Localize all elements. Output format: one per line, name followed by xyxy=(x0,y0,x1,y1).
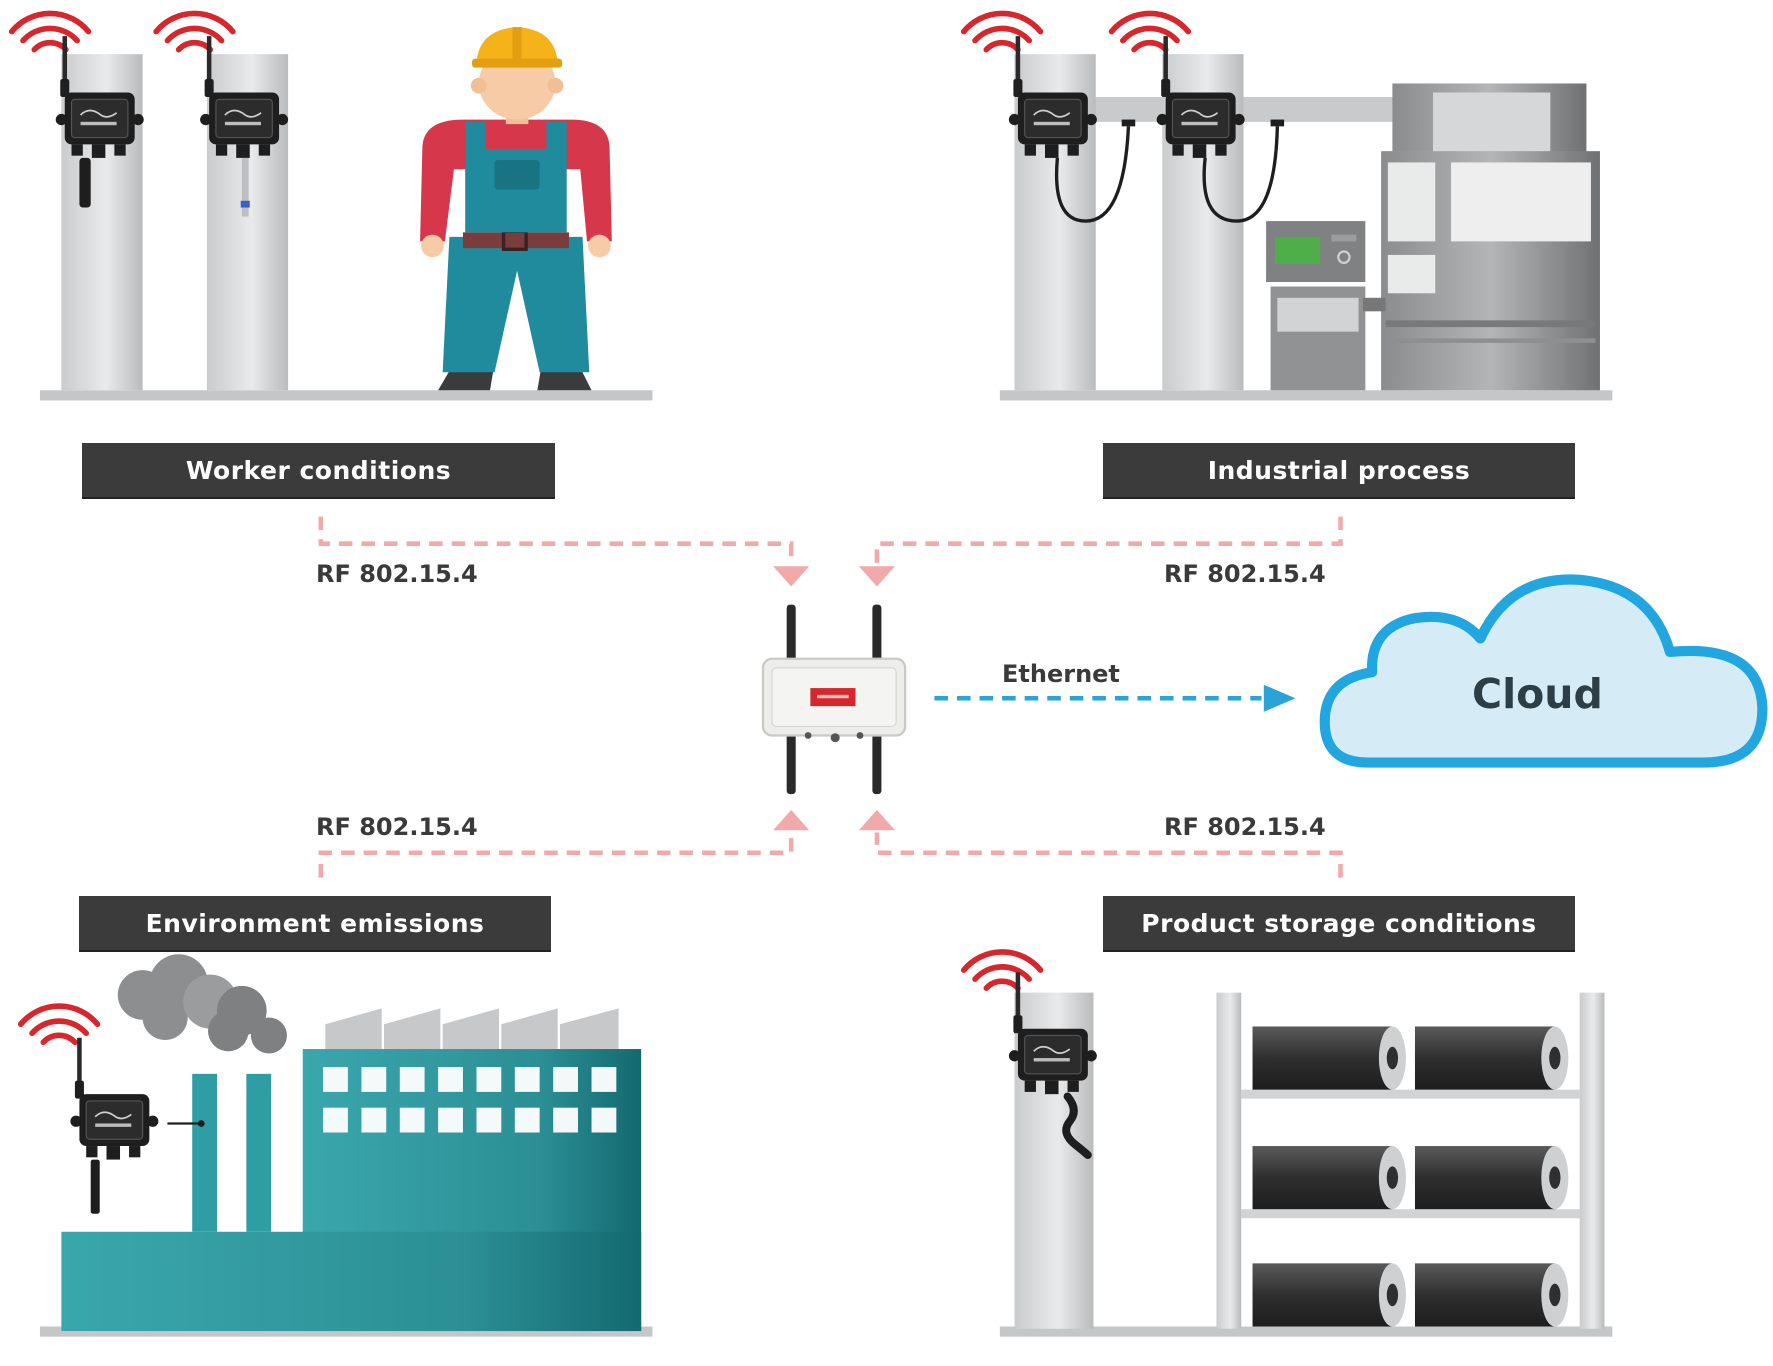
rf-label-top-left: RF 802.15.4 xyxy=(316,560,478,588)
product-storage-scene xyxy=(964,952,1613,1337)
ethernet-link xyxy=(934,684,1296,712)
ground-line xyxy=(999,1326,1613,1337)
rf-label-bottom-right: RF 802.15.4 xyxy=(1164,813,1326,841)
worker-figure xyxy=(420,27,612,391)
worker-conditions-scene xyxy=(12,13,653,401)
wifi-icon xyxy=(21,1006,98,1042)
storage-rack xyxy=(1216,992,1605,1329)
storage-roll xyxy=(1414,1026,1569,1090)
product-storage-conditions-label: Product storage conditions xyxy=(1103,896,1575,950)
rf-link-bottom-right xyxy=(874,832,1343,878)
wifi-icon xyxy=(156,13,233,49)
ground-line xyxy=(39,390,653,401)
arrow-down-icon xyxy=(773,566,810,587)
industrial-machine xyxy=(1266,83,1600,391)
arrow-down-icon xyxy=(858,566,895,587)
industrial-process-label: Industrial process xyxy=(1103,443,1575,497)
sensor-node xyxy=(69,1036,205,1214)
wifi-icon xyxy=(964,13,1041,49)
environment-emissions-label: Environment emissions xyxy=(79,896,551,950)
wifi-icon xyxy=(12,13,89,49)
wifi-icon xyxy=(964,952,1041,988)
ground-line xyxy=(39,1326,653,1337)
wifi-icon xyxy=(1112,13,1189,49)
gateway-device xyxy=(761,604,907,795)
storage-roll xyxy=(1414,1263,1569,1327)
sensor-node xyxy=(1008,971,1098,1160)
storage-roll xyxy=(1252,1146,1406,1210)
ethernet-label: Ethernet xyxy=(1002,660,1120,688)
sensor-node xyxy=(1008,35,1136,223)
sensor-node xyxy=(199,35,289,217)
rf-link-bottom-left xyxy=(318,832,794,878)
smoke-cloud xyxy=(117,954,287,1054)
storage-roll xyxy=(1414,1146,1569,1210)
storage-roll xyxy=(1252,1026,1406,1090)
arrow-up-icon xyxy=(858,809,895,831)
rf-label-top-right: RF 802.15.4 xyxy=(1164,560,1326,588)
rf-link-top-left xyxy=(318,516,794,564)
environment-emissions-scene xyxy=(21,954,653,1337)
sensor-node xyxy=(1155,35,1285,223)
arrow-right-icon xyxy=(1263,684,1296,712)
storage-roll xyxy=(1252,1263,1406,1327)
cloud-label: Cloud xyxy=(1472,670,1603,718)
rf-label-bottom-left: RF 802.15.4 xyxy=(316,813,478,841)
cloud-shape xyxy=(1319,574,1768,768)
arrow-up-icon xyxy=(773,809,810,831)
worker-conditions-label: Worker conditions xyxy=(82,443,555,497)
industrial-process-scene xyxy=(964,13,1613,401)
sensor-node xyxy=(54,35,145,208)
rf-link-top-right xyxy=(874,516,1343,564)
ground-line xyxy=(999,390,1613,401)
factory-building xyxy=(61,1008,642,1332)
